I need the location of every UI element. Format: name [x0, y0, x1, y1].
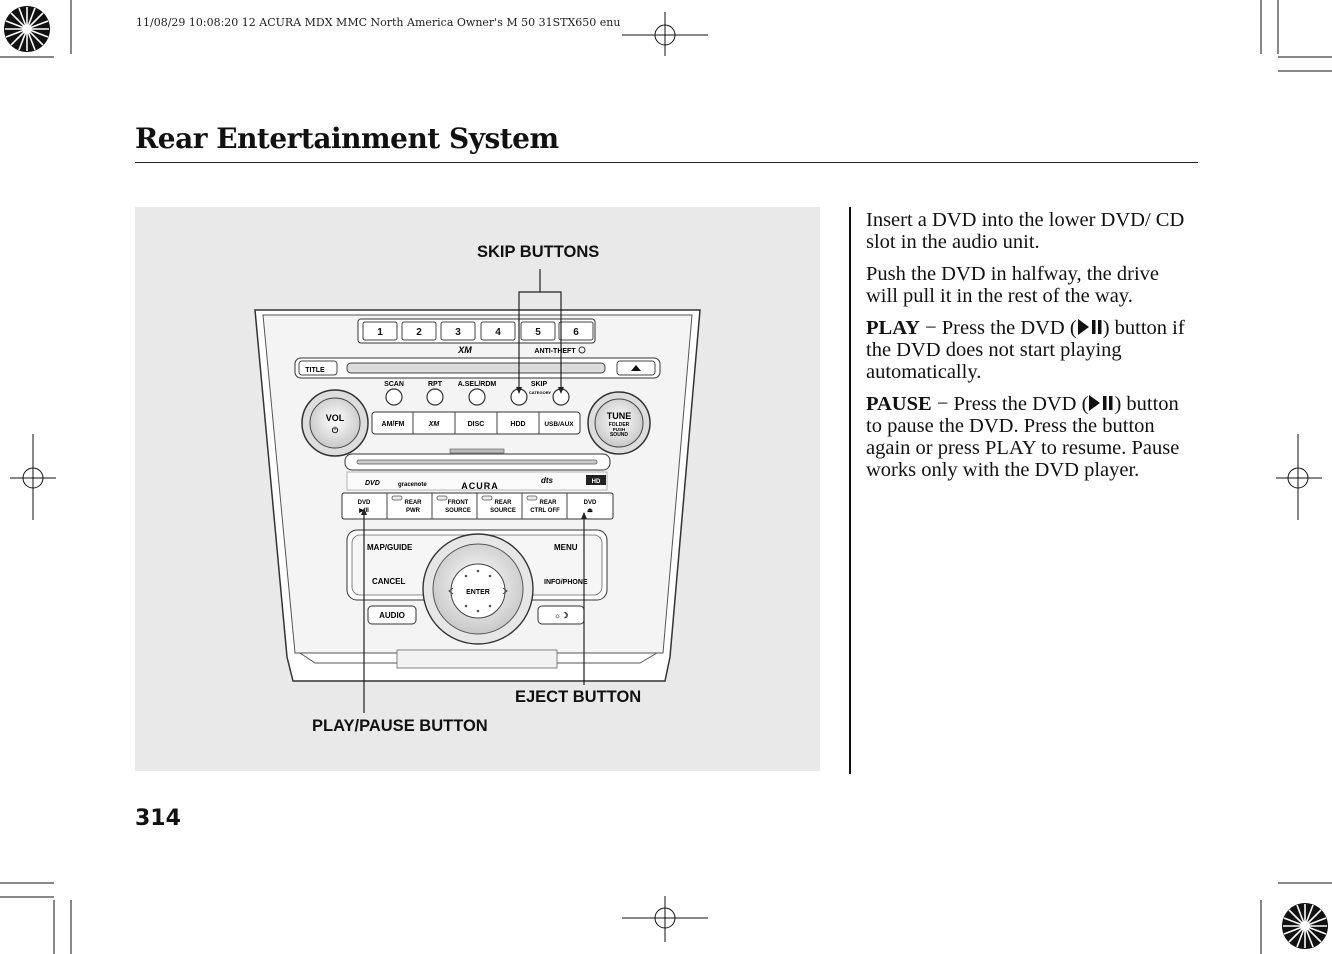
- audio-panel-figure: SKIP BUTTONS EJECT BUTTON PLAY/PAUSE BUT…: [135, 207, 820, 771]
- rear-btn-2-line2: PWR: [406, 508, 421, 514]
- preset-1-label: 1: [377, 327, 383, 338]
- anti-theft-label: ANTI-THEFT: [534, 348, 576, 355]
- title-rule: [135, 162, 1198, 163]
- am-fm-label: AM/FM: [382, 421, 405, 428]
- tune-label: TUNE: [607, 411, 632, 421]
- paragraph-play: PLAY − Press the DVD () button if the DV…: [866, 317, 1196, 383]
- info-phone-label: INFO/PHONE: [544, 579, 588, 586]
- dvd-logo: DVD: [365, 480, 380, 487]
- play-term: PLAY: [866, 317, 920, 339]
- rear-btn-6-line2: ⏏: [587, 508, 593, 514]
- paragraph-insert-dvd: Insert a DVD into the lower DVD/ CD slot…: [866, 209, 1185, 253]
- rear-btn-2-line1: REAR: [404, 500, 422, 506]
- hd-logo: HD: [592, 479, 601, 485]
- vol-label: VOL: [326, 413, 345, 423]
- preset-6-label: 6: [573, 327, 579, 338]
- play-pre: Press the DVD (: [941, 317, 1077, 339]
- brand-logo: ACURA: [461, 481, 499, 491]
- audio-label: AUDIO: [379, 611, 405, 620]
- cancel-label: CANCEL: [372, 577, 405, 586]
- menu-label: MENU: [554, 543, 578, 552]
- usb-aux-label: USB/AUX: [544, 421, 574, 428]
- scan-label: SCAN: [384, 381, 404, 388]
- rear-btn-6-line1: DVD: [584, 500, 597, 506]
- sound-label: SOUND: [610, 432, 628, 438]
- rear-btn-4-line1: REAR: [494, 500, 512, 506]
- hdd-label: HDD: [510, 421, 525, 428]
- rear-btn-3-line1: FRONT: [448, 500, 469, 506]
- eject-button-callout: EJECT BUTTON: [515, 688, 642, 706]
- gracenote-logo: gracenote: [398, 482, 427, 488]
- rear-btn-3-line2: SOURCE: [445, 508, 471, 514]
- page-title: Rear Entertainment System: [135, 122, 559, 155]
- play-pause-icon: [1077, 319, 1102, 335]
- enter-label: ENTER: [466, 589, 490, 596]
- asel-rdm-label: A.SEL/RDM: [458, 381, 497, 388]
- preset-3-label: 3: [455, 327, 461, 338]
- rear-btn-4-line2: SOURCE: [490, 508, 516, 514]
- rear-btn-5-line2: CTRL OFF: [530, 508, 560, 514]
- paragraph-pause: PAUSE − Press the DVD () button to pause…: [866, 393, 1196, 481]
- rear-btn-1-line1: DVD: [358, 500, 371, 506]
- pause-dash: −: [931, 393, 954, 415]
- folder-label: FOLDER: [609, 422, 630, 428]
- play-pause-icon-2: [1089, 395, 1113, 411]
- rpt-label: RPT: [428, 381, 443, 388]
- pause-post: ) button to pause the DVD. Press the but…: [866, 393, 1180, 481]
- page-number: 314: [135, 806, 181, 831]
- preset-5-label: 5: [535, 327, 541, 338]
- title-button-label: TITLE: [305, 367, 325, 374]
- skip-buttons-callout: SKIP BUTTONS: [477, 243, 600, 261]
- print-header: 11/08/29 10:08:20 12 ACURA MDX MMC North…: [136, 16, 621, 29]
- skip-label: SKIP: [531, 381, 548, 388]
- body-text: Insert a DVD into the lower DVD/ CD slot…: [866, 209, 1196, 491]
- xm-logo: XM: [457, 345, 472, 355]
- push-label: PUSH: [613, 427, 626, 432]
- rear-btn-5-line1: REAR: [539, 500, 557, 506]
- play-post: ) button if the DVD does not start playi…: [866, 317, 1185, 383]
- brightness-icon: ☼☽: [554, 611, 569, 620]
- preset-4-label: 4: [495, 327, 501, 338]
- power-icon: ⏻: [332, 426, 339, 435]
- category-label: CATEGORY: [529, 390, 552, 395]
- audio-panel-drawing: 1 2 3 4 5 6 XM ANTI-THEFT TITLE SCAN RPT…: [254, 269, 701, 713]
- map-guide-label: MAP/GUIDE: [367, 543, 413, 552]
- dts-logo: dts: [541, 476, 554, 485]
- paragraph-push-dvd: Push the DVD in halfway, the drive will …: [866, 263, 1160, 307]
- play-pause-button-callout: PLAY/PAUSE BUTTON: [312, 717, 488, 735]
- column-rule: [849, 207, 851, 774]
- preset-2-label: 2: [416, 327, 422, 338]
- pause-pre: Press the DVD (: [953, 393, 1089, 415]
- xm-button-label: XM: [428, 421, 440, 428]
- pause-term: PAUSE: [866, 393, 932, 415]
- play-dash: −: [919, 317, 942, 339]
- disc-label: DISC: [468, 421, 485, 428]
